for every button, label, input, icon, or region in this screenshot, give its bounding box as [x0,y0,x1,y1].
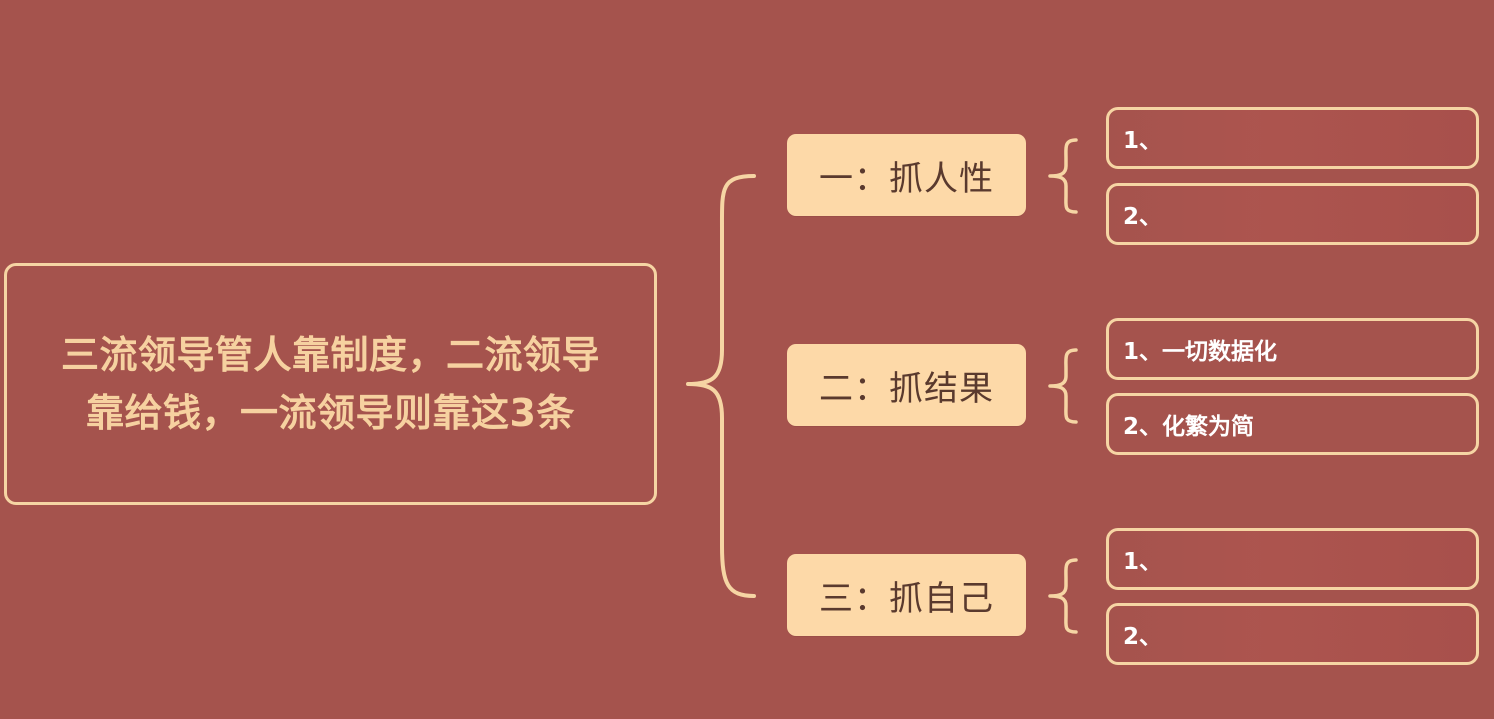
leaf-topic-1-2-label: 2、 [1123,204,1163,230]
brace-branch-2 [1048,348,1078,424]
branch-topic-1-label: 一：抓人性 [819,158,994,199]
branch-topic-1[interactable]: 一：抓人性 [787,134,1026,216]
branch-topic-3[interactable]: 三：抓自己 [787,554,1026,636]
leaf-topic-1-1-label: 1、 [1123,128,1163,154]
root-topic[interactable]: 三流领导管人靠制度，二流领导靠给钱，一流领导则靠这3条 [4,263,657,505]
leaf-topic-3-2[interactable]: 2、 [1106,603,1479,665]
main-brace [686,174,756,598]
leaf-topic-2-1-label: 1、一切数据化 [1123,339,1278,365]
leaf-topic-2-1[interactable]: 1、一切数据化 [1106,318,1479,380]
root-topic-text: 三流领导管人靠制度，二流领导靠给钱，一流领导则靠这3条 [60,333,600,435]
leaf-topic-1-2[interactable]: 2、 [1106,183,1479,245]
leaf-topic-3-1-label: 1、 [1123,549,1163,575]
branch-topic-2[interactable]: 二：抓结果 [787,344,1026,426]
leaf-topic-2-2[interactable]: 2、化繁为简 [1106,393,1479,455]
leaf-topic-2-2-label: 2、化繁为简 [1123,414,1255,440]
branch-topic-2-label: 二：抓结果 [819,368,994,409]
brace-branch-1 [1048,138,1078,214]
brace-branch-3 [1048,558,1078,634]
leaf-topic-3-1[interactable]: 1、 [1106,528,1479,590]
leaf-topic-3-2-label: 2、 [1123,624,1163,650]
branch-topic-3-label: 三：抓自己 [819,578,994,619]
leaf-topic-1-1[interactable]: 1、 [1106,107,1479,169]
